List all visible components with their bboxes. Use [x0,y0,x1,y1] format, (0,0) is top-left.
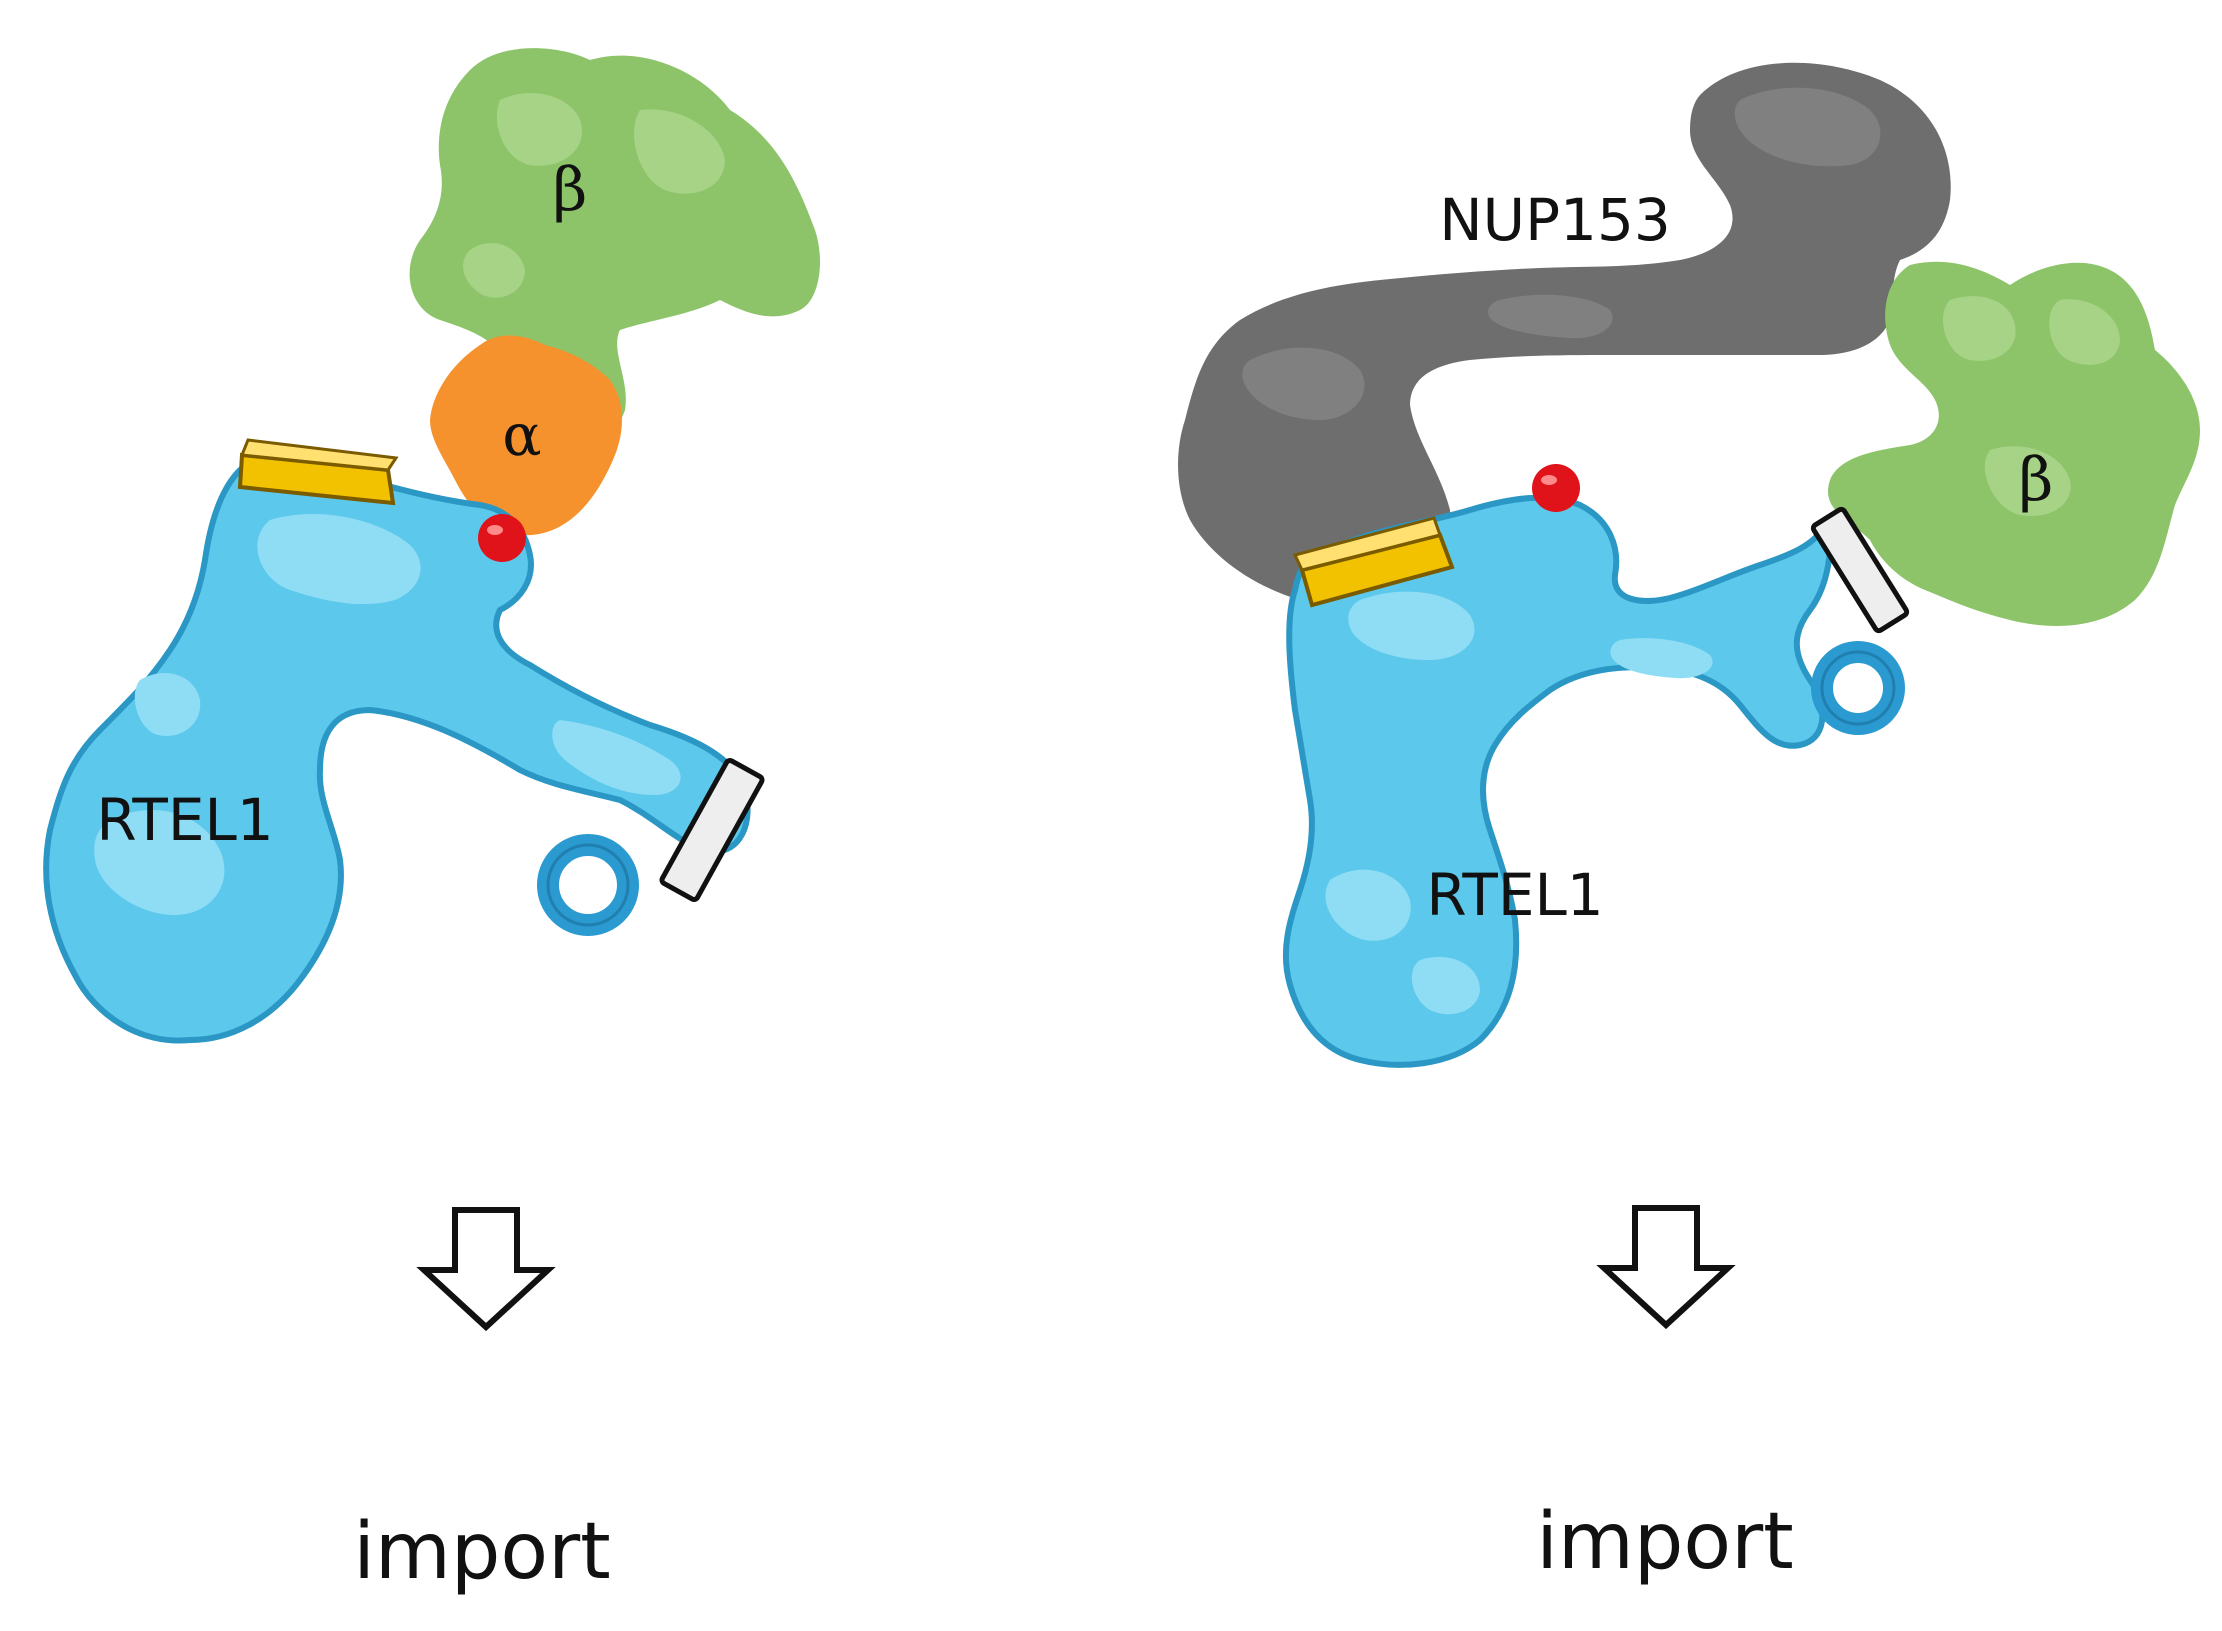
red-site-left-shine [487,525,503,535]
alpha-label: α [502,401,541,469]
ring-right [1811,641,1905,735]
red-site-right [1532,464,1580,512]
red-site-left [478,514,526,562]
beta-label-right: β [2019,445,2054,515]
importin-alpha: α [430,335,622,536]
yellow-motif-left [237,438,399,506]
import-label-right: import [1536,1497,1794,1587]
white-bar-left [659,758,765,902]
rtel1-left: RTEL1 [43,460,751,1044]
down-arrow-icon [416,1207,556,1332]
yellow-motif-right [1292,516,1455,608]
panel-left: β α RTEL1 impor [43,48,820,1597]
beta-label-left: β [553,155,588,225]
import-label-left: import [353,1507,611,1597]
panel-right: NUP153 β RTEL1 [1178,62,2200,1587]
nup153-label: NUP153 [1439,186,1671,254]
rtel1-label-right: RTEL1 [1426,861,1603,929]
rtel1-label-left: RTEL1 [96,786,273,854]
white-bar-right [1810,506,1910,634]
importin-beta-right: β [1828,261,2200,626]
red-site-right-shine [1541,475,1557,485]
nup153: NUP153 [1178,62,1951,606]
down-arrow-icon [1596,1205,1736,1330]
rtel1-right: RTEL1 [1282,494,1834,1068]
ring-left [537,834,639,936]
